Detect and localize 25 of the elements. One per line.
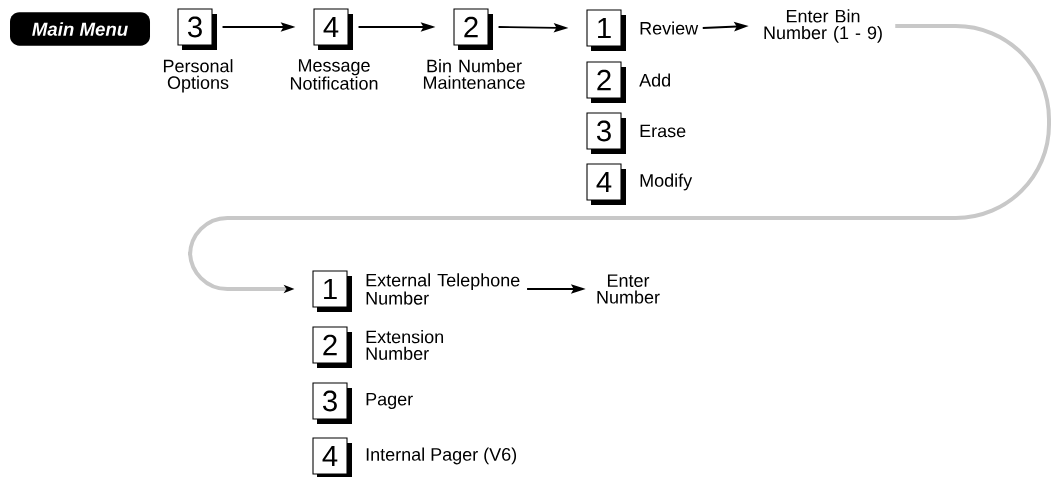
menu-button: Main Menu [10,12,150,46]
key-box: 1 [312,270,352,312]
key-box: 3 [177,8,217,50]
key-box: 2 [453,8,493,50]
option-label: Personal Options [163,59,233,93]
option-label: Erase [640,124,686,138]
key-box: 2 [586,61,626,103]
option-label: External Telephone Number [366,273,520,305]
key-box: 4 [312,437,352,477]
option-label: Bin Number Maintenance [423,59,525,89]
option-label: Review [640,21,699,35]
option-label: Internal Pager (V6) [366,447,517,465]
key-box: 3 [586,112,626,154]
option-label: Extension Number [366,330,443,360]
option-label: Pager [366,392,413,410]
option-label: Message Notification [290,59,378,90]
step-text: Enter Number [597,274,660,304]
step-text: Enter Bin Number (1 - 9) [764,9,882,43]
option-label: Modify [640,173,693,191]
key-box: 4 [586,163,626,205]
key-box: 1 [586,9,626,51]
key-box: 3 [312,382,352,424]
key-box: 4 [313,8,353,50]
key-box: 2 [312,326,352,368]
option-label: Add [639,73,670,87]
